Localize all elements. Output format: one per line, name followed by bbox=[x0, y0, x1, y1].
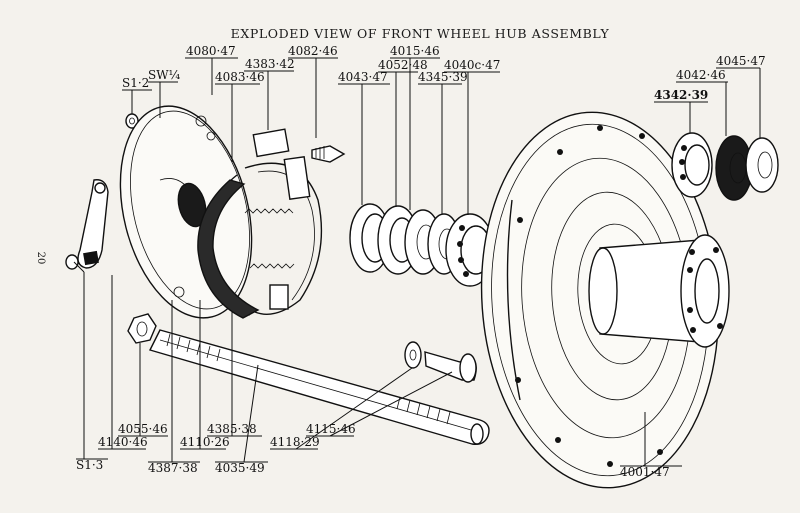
part-outer-seal bbox=[715, 135, 753, 201]
label-4080-47: 4080·47 bbox=[186, 44, 236, 58]
label-sw: SW¼ bbox=[148, 68, 181, 82]
label-4042-46: 4042·46 bbox=[676, 68, 726, 82]
label-4082-46: 4082·46 bbox=[288, 44, 338, 58]
label-4345-39: 4345·39 bbox=[418, 70, 468, 84]
label-4001-47: 4001·47 bbox=[620, 465, 670, 479]
label-4083-46: 4083·46 bbox=[215, 70, 265, 84]
label-4035-49: 4035·49 bbox=[215, 461, 265, 475]
label-s1-3: S1·3 bbox=[76, 458, 103, 472]
label-s1-2: S1·2 bbox=[122, 76, 149, 90]
label-4110-26: 4110·26 bbox=[180, 435, 230, 449]
label-4118-29: 4118·29 bbox=[270, 435, 320, 449]
label-4115-46: 4115·46 bbox=[306, 422, 356, 436]
part-outer-cap bbox=[745, 137, 779, 193]
part-axle bbox=[148, 329, 490, 446]
part-adjuster-stud bbox=[311, 145, 346, 163]
part-lever-arm bbox=[65, 179, 109, 270]
label-4055-46: 4055·46 bbox=[118, 422, 168, 436]
label-4342-39: 4342·39 bbox=[654, 88, 708, 102]
label-4385-38: 4385·38 bbox=[207, 422, 257, 436]
page-number: 20 bbox=[35, 252, 46, 265]
part-axle-nut bbox=[127, 313, 157, 344]
part-number-labels: 4080·47 SW¼ S1·2 4083·46 4383·42 4082·46… bbox=[76, 44, 766, 479]
part-outer-bearing bbox=[671, 132, 713, 198]
part-hub-shell bbox=[480, 111, 730, 489]
label-4040c-47: 4040c·47 bbox=[444, 58, 500, 72]
label-4015-46: 4015·46 bbox=[390, 44, 440, 58]
label-4043-47: 4043·47 bbox=[338, 70, 388, 84]
part-brake-shoes bbox=[197, 128, 323, 319]
label-4045-47: 4045·47 bbox=[716, 54, 766, 68]
label-4387-38: 4387·38 bbox=[148, 461, 198, 475]
label-4383-42: 4383·42 bbox=[245, 57, 295, 71]
leader-lines bbox=[73, 57, 761, 467]
part-spacer-assembly bbox=[404, 341, 477, 383]
label-4140-46: 4140·46 bbox=[98, 435, 148, 449]
label-4052-48: 4052·48 bbox=[378, 58, 428, 72]
diagram-title: EXPLODED VIEW OF FRONT WHEEL HUB ASSEMBL… bbox=[231, 26, 610, 41]
